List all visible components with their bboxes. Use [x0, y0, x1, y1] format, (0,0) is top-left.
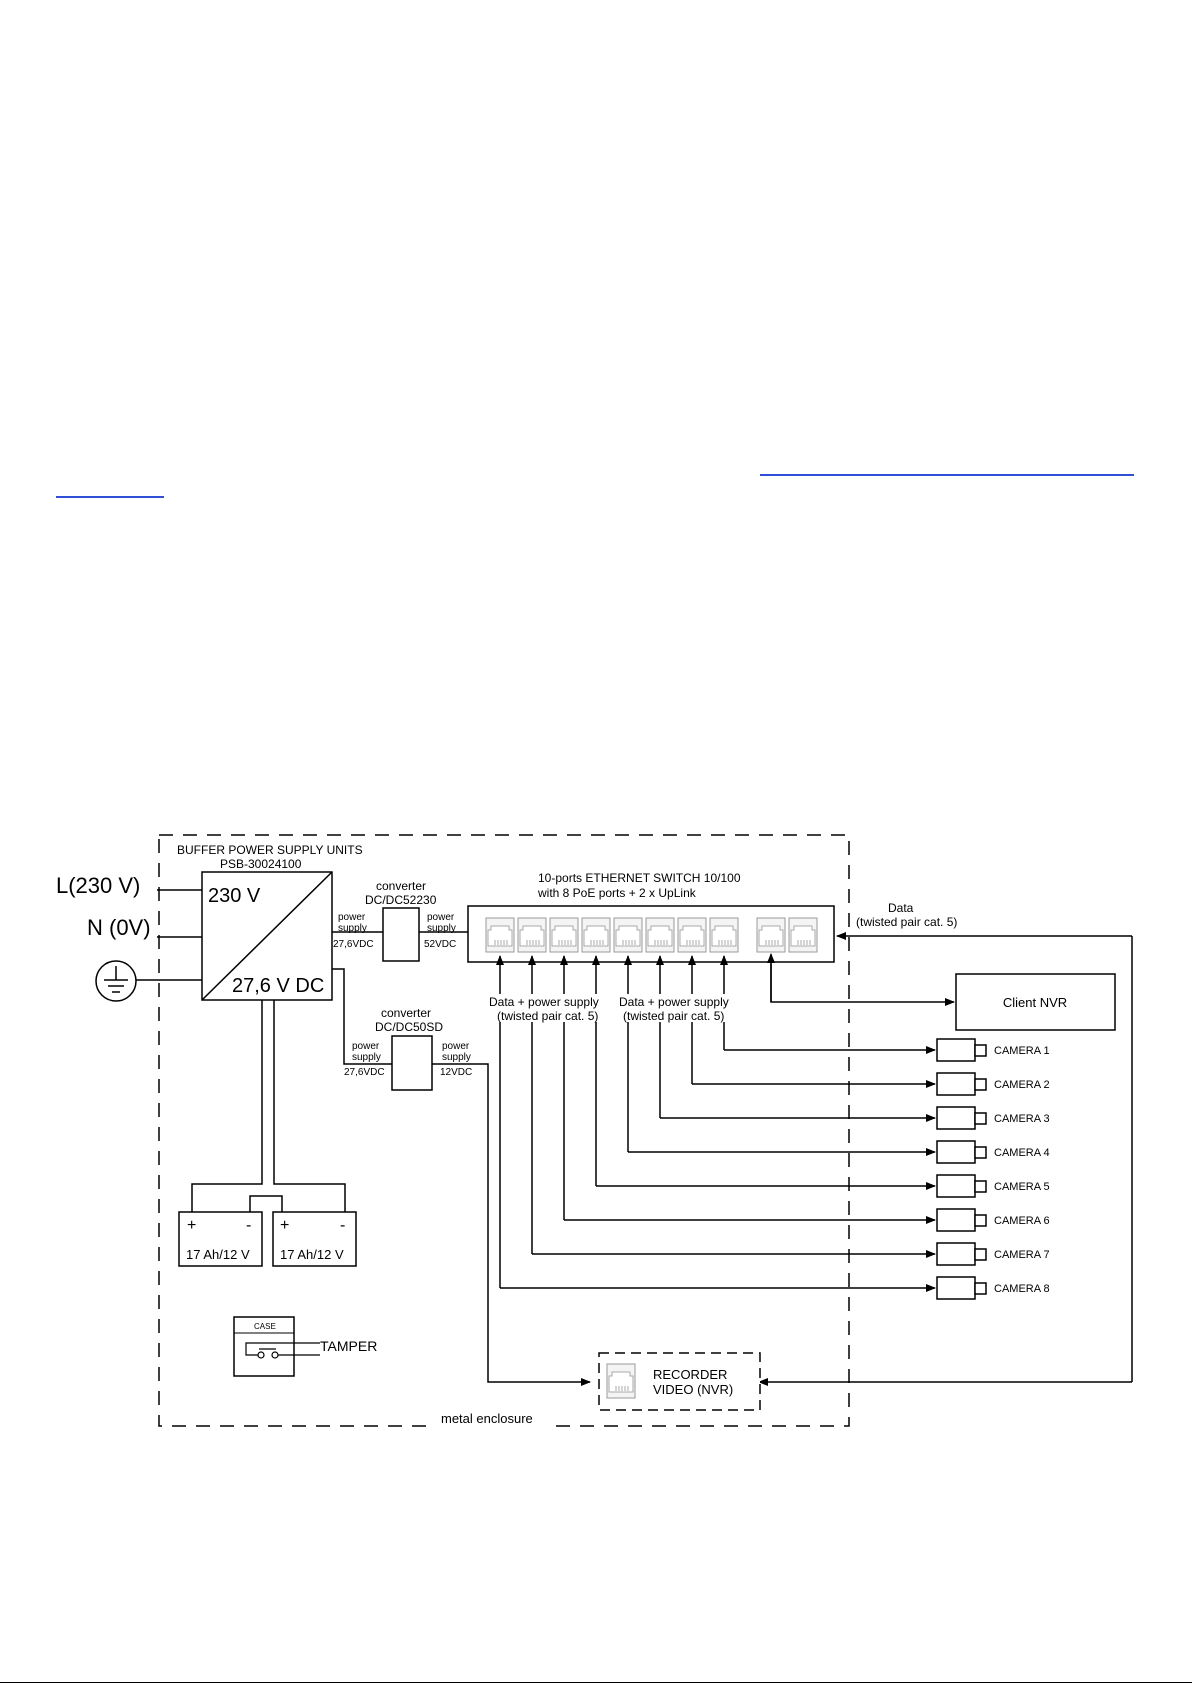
- battery-plus: +: [280, 1217, 289, 1234]
- conv1-out-supply: supply: [427, 923, 456, 934]
- recorder-line-2: VIDEO (NVR): [653, 1382, 733, 1397]
- conv2-in-power: power: [352, 1041, 380, 1052]
- battery-minus: -: [340, 1217, 345, 1234]
- psu-model: PSB-30024100: [220, 857, 302, 871]
- camera-1: CAMERA 1: [936, 1038, 1050, 1062]
- tamper-case-label: CASE: [254, 1322, 276, 1331]
- data-label-2: (twisted pair cat. 5): [856, 915, 957, 929]
- recorder-line-1: RECORDER: [653, 1367, 727, 1382]
- camera-3: CAMERA 3: [936, 1106, 1050, 1130]
- battery-1: + - 17 Ah/12 V: [178, 1211, 263, 1267]
- conv1-out-power: power: [427, 912, 455, 923]
- switch-title-1: 10-ports ETHERNET SWITCH 10/100: [538, 871, 741, 885]
- uplink-port-2: [788, 917, 818, 953]
- camera-8: CAMERA 8: [936, 1276, 1050, 1300]
- metal-enclosure-border: [158, 834, 850, 1427]
- conv2-out-supply: supply: [442, 1052, 471, 1063]
- conv1-caption: converter: [376, 879, 426, 893]
- camera-label: CAMERA 5: [994, 1181, 1050, 1193]
- poe-port-8: [485, 917, 515, 953]
- hyperlink-underline[interactable]: [760, 474, 1134, 476]
- enclosure-label: metal enclosure: [441, 1411, 533, 1426]
- battery-minus: -: [246, 1217, 251, 1234]
- conv2-out-voltage: 12VDC: [440, 1067, 472, 1078]
- camera-label: CAMERA 3: [994, 1113, 1050, 1125]
- psu-box: 230 V 27,6 V DC: [201, 871, 333, 1001]
- poe-port-1: [709, 917, 739, 953]
- camera-5: CAMERA 5: [936, 1174, 1050, 1198]
- camera-label: CAMERA 8: [994, 1283, 1050, 1295]
- conv2-model: DC/DC50SD: [375, 1020, 443, 1034]
- poe-port-5: [581, 917, 611, 953]
- battery-rating: 17 Ah/12 V: [280, 1247, 344, 1262]
- conv2-caption: converter: [381, 1006, 431, 1020]
- hyperlink-underline-continued[interactable]: [56, 496, 164, 498]
- psu-output-label: 27,6 V DC: [232, 975, 324, 997]
- poe-port-6: [549, 917, 579, 953]
- camera-4: CAMERA 4: [936, 1140, 1050, 1164]
- mains-n-label: N (0V): [87, 915, 151, 940]
- tamper-switch: CASE TAMPER: [233, 1316, 377, 1377]
- switch-title-2: with 8 PoE ports + 2 x UpLink: [537, 886, 697, 900]
- client-nvr-label: Client NVR: [1003, 995, 1067, 1010]
- camera-2: CAMERA 2: [936, 1072, 1050, 1096]
- uplink-port-1: [756, 917, 786, 953]
- camera-label: CAMERA 1: [994, 1045, 1050, 1057]
- recorder-nvr: RECORDER VIDEO (NVR): [598, 1352, 761, 1411]
- battery-2: + - 17 Ah/12 V: [272, 1211, 357, 1267]
- poe-label-left-2: (twisted pair cat. 5): [497, 1009, 598, 1023]
- camera-label: CAMERA 7: [994, 1249, 1050, 1261]
- mains-l-label: L(230 V): [56, 873, 140, 898]
- poe-port-2: [677, 917, 707, 953]
- conv2-in-voltage: 27,6VDC: [344, 1067, 385, 1078]
- psu-input-label: 230 V: [208, 885, 261, 907]
- poe-label-right-1: Data + power supply: [619, 995, 729, 1009]
- poe-port-4: [613, 917, 643, 953]
- camera-7: CAMERA 7: [936, 1242, 1050, 1266]
- poe-label-right-2: (twisted pair cat. 5): [623, 1009, 724, 1023]
- camera-label: CAMERA 2: [994, 1079, 1050, 1091]
- conv1-in-supply: supply: [338, 923, 367, 934]
- conv2-out-power: power: [442, 1041, 470, 1052]
- conv1-model: DC/DC52230: [365, 893, 437, 907]
- poe-port-7: [517, 917, 547, 953]
- poe-label-left-1: Data + power supply: [489, 995, 599, 1009]
- battery-plus: +: [187, 1217, 196, 1234]
- conv1-in-voltage: 27,6VDC: [333, 939, 374, 950]
- camera-label: CAMERA 4: [994, 1147, 1050, 1159]
- protective-earth-icon: [95, 960, 137, 1002]
- converter2-box: [391, 1035, 433, 1091]
- conv1-out-voltage: 52VDC: [424, 939, 456, 950]
- camera-label: CAMERA 6: [994, 1215, 1050, 1227]
- recorder-ethernet-port: [606, 1363, 636, 1399]
- converter1-box: [382, 907, 420, 962]
- poe-port-3: [645, 917, 675, 953]
- tamper-label: TAMPER: [320, 1338, 377, 1354]
- data-label-1: Data: [888, 901, 914, 915]
- client-nvr-box: [955, 973, 1116, 1031]
- psu-header: BUFFER POWER SUPPLY UNITS: [177, 843, 363, 857]
- camera-6: CAMERA 6: [936, 1208, 1050, 1232]
- battery-rating: 17 Ah/12 V: [186, 1247, 250, 1262]
- conv2-in-supply: supply: [352, 1052, 381, 1063]
- conv1-in-power: power: [338, 912, 366, 923]
- page-bottom-rule: [0, 1682, 1192, 1683]
